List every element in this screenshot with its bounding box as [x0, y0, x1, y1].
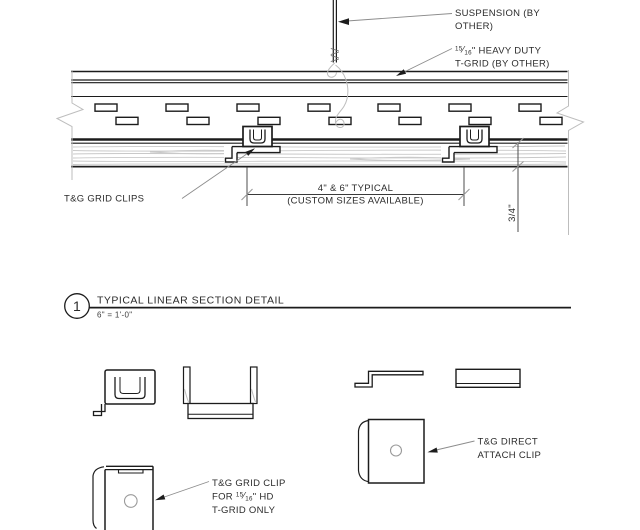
grid-slot-row-lower: [115, 116, 563, 126]
suspension-label: SUSPENSION (BY: [455, 8, 540, 19]
grid-slot: [468, 116, 492, 126]
grid-slot: [539, 116, 563, 126]
detail-title-block: 1 TYPICAL LINEAR SECTION DETAIL 6" = 1'-…: [64, 293, 571, 320]
grid-slot: [448, 103, 472, 112]
flat-bar-view: [455, 368, 521, 388]
wire-twist: [330, 48, 339, 62]
grid-slot: [518, 103, 542, 112]
grid-slot: [328, 116, 352, 126]
clip-front-view: [92, 369, 156, 417]
detail-scale: 6" = 1'-0": [97, 311, 132, 320]
grid-slot: [398, 116, 422, 126]
grid-slot: [165, 103, 189, 112]
leader-line: [346, 13, 453, 22]
direct-attach-plate-view: [357, 418, 425, 484]
wood-plank: [71, 145, 568, 168]
detail-number-bubble: [64, 293, 90, 319]
direct-attach-label: T&G DIRECT: [478, 437, 539, 448]
leader-line: [181, 148, 255, 199]
grid-clip-label-line2: FOR 15⁄16" HD: [212, 491, 274, 503]
grid-slot-row-upper: [94, 103, 542, 112]
grid-slot: [377, 103, 401, 112]
thickness-dimension: 3/4": [507, 137, 524, 232]
grid-clips-callout: T&G GRID CLIPS: [64, 148, 255, 205]
t-grid-lines: [71, 70, 568, 144]
suspension-wire: [330, 0, 339, 63]
thickness-dimension-text: 3/4": [507, 204, 518, 222]
leader-arrow: [427, 447, 438, 453]
direct-attach-callout: T&G DIRECT ATTACH CLIP: [427, 437, 542, 461]
direct-attach-label-line2: ATTACH CLIP: [478, 450, 542, 461]
leader-arrow: [396, 69, 407, 76]
leader-arrow: [155, 494, 166, 501]
grid-clip-section-left: [224, 125, 281, 163]
wood-grain: [72, 145, 567, 166]
suspension-hook: [326, 62, 349, 129]
leader-line: [159, 481, 210, 499]
detail-number: 1: [73, 298, 81, 314]
grid-clip-plate-view: [92, 465, 154, 530]
leader-line: [431, 440, 475, 452]
grid-slot: [236, 103, 260, 112]
t-grid-label: 15⁄16" HEAVY DUTY: [455, 45, 542, 57]
grid-clips-label: T&G GRID CLIPS: [64, 194, 144, 205]
grid-clip-callout: T&G GRID CLIP FOR 15⁄16" HD T-GRID ONLY: [155, 478, 286, 516]
z-bracket-view: [354, 370, 424, 388]
grid-slot: [115, 116, 139, 126]
break-line-left: [55, 70, 85, 180]
suspension-label-line2: OTHER): [455, 21, 493, 32]
t-grid-callout: 15⁄16" HEAVY DUTY T-GRID (BY OTHER): [396, 45, 550, 76]
grid-slot: [186, 116, 210, 126]
leader-arrow: [338, 18, 349, 25]
grid-slot: [257, 116, 281, 126]
width-dimension: 4" & 6" TYPICAL (CUSTOM SIZES AVAILABLE): [241, 167, 470, 207]
suspension-callout: SUSPENSION (BY OTHER): [338, 8, 540, 32]
t-grid-label-line2: T-GRID (BY OTHER): [455, 59, 550, 70]
leader-arrow: [245, 148, 255, 156]
clip-hole: [123, 494, 138, 508]
grid-clip-label: T&G GRID CLIP: [212, 478, 286, 489]
break-line-right: [555, 70, 585, 235]
grid-slot: [307, 103, 331, 112]
clip-hole: [389, 444, 403, 457]
width-dimension-text: 4" & 6" TYPICAL: [318, 183, 394, 194]
width-dimension-note: (CUSTOM SIZES AVAILABLE): [287, 196, 424, 207]
grid-slot: [94, 103, 118, 112]
clip-side-view: [182, 366, 258, 420]
grid-clip-label-line3: T-GRID ONLY: [212, 505, 276, 516]
detail-title: TYPICAL LINEAR SECTION DETAIL: [97, 295, 284, 307]
leader-line: [398, 48, 453, 75]
